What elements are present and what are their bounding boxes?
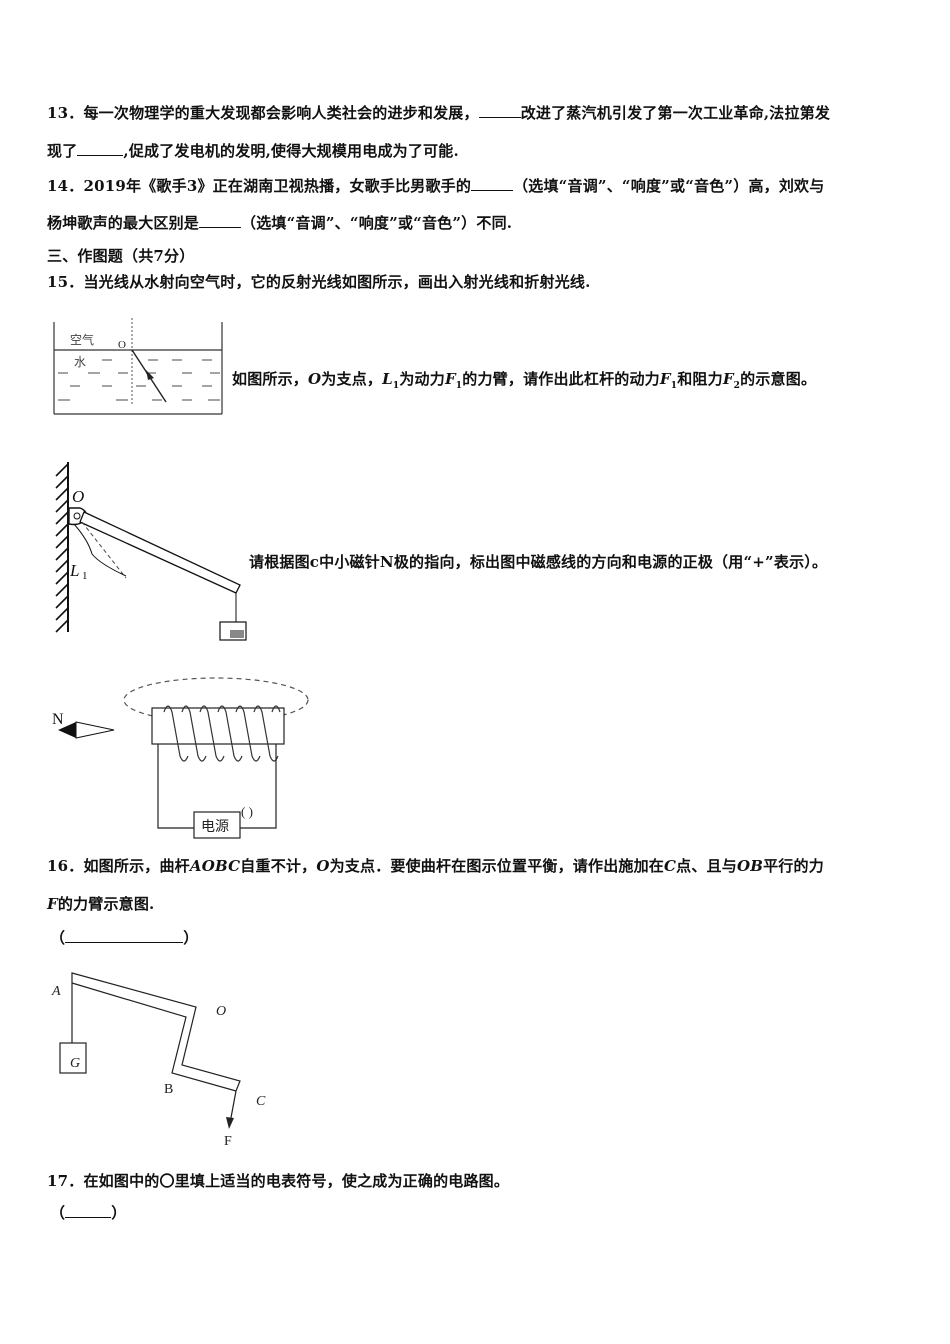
water-label: 水 xyxy=(74,355,86,369)
q13-blank-2[interactable] xyxy=(77,141,124,156)
q16-number: 16． xyxy=(47,857,84,875)
point-c-label: C xyxy=(256,1094,266,1109)
q14-line2: 杨坤歌声的最大区别是（选填“音调”、“响度”或“音色”）不同. xyxy=(47,213,513,232)
point-b-label: B xyxy=(164,1082,173,1097)
water-tank-diagram: 空气 水 O xyxy=(53,310,223,415)
q13-blank-1[interactable] xyxy=(478,103,521,118)
q16-line2: F的力臂示意图. xyxy=(47,895,155,913)
q14-blank-2[interactable] xyxy=(199,213,242,228)
q16-answer: （） xyxy=(50,928,199,947)
bent-lever-figure: A O B C F G xyxy=(44,965,284,1155)
q17-answer-blank[interactable] xyxy=(65,1203,112,1218)
lever-l1-label: L xyxy=(69,561,79,580)
compass-n-label: N xyxy=(52,711,64,728)
wall-lever-diagram: O L 1 xyxy=(55,462,247,641)
lever-o-label: O xyxy=(72,487,84,506)
q16-answer-blank[interactable] xyxy=(65,928,184,943)
q16-line1: 16．如图所示，曲杆AOBC自重不计，O为支点．要使曲杆在图示位置平衡，请作出施… xyxy=(47,857,824,875)
q14-line1: 14．2019年《歌手3》正在湖南卫视热播，女歌手比男歌手的（选填“音调”、“响… xyxy=(47,176,825,195)
lever-figure: O L 1 xyxy=(44,460,254,645)
solenoid-circuit-diagram: 电源 ( ) N xyxy=(52,677,309,839)
point-o-label: O xyxy=(216,1004,226,1019)
aobc-lever-diagram: A O B C F G xyxy=(51,972,266,1149)
point-a-label: A xyxy=(51,984,61,999)
q14-number: 14． xyxy=(47,177,84,195)
magnet-question-text: 请根据图c中小磁针N极的指向，标出图中磁感线的方向和电源的正极（用“+”表示）。 xyxy=(249,553,828,571)
air-label: 空气 xyxy=(70,332,94,347)
q14-blank-1[interactable] xyxy=(471,176,514,191)
section-title: 三、作图题（共7分） xyxy=(47,247,195,265)
q13-line2: 现了,促成了发电机的发明,使得大规模用电成为了可能. xyxy=(47,141,459,160)
weight-g-label: G xyxy=(70,1056,80,1071)
q17-answer: （） xyxy=(50,1203,127,1222)
q13-line1: 13．每一次物理学的重大发现都会影响人类社会的进步和发展，改进了蒸汽机引发了第一… xyxy=(47,103,831,122)
q13-number: 13． xyxy=(47,104,84,122)
force-f-label: F xyxy=(224,1134,232,1149)
refraction-figure: 空气 水 O xyxy=(48,310,228,418)
power-source-label: 电源 xyxy=(201,819,229,835)
point-o-label: O xyxy=(118,339,126,351)
polarity-answer-paren: ( ) xyxy=(241,804,253,819)
q15-number: 15． xyxy=(47,273,84,291)
q17-number: 17． xyxy=(47,1172,84,1190)
lever-question-text: 如图所示，O为支点，L1为动力F1的力臂，请作出此杠杆的动力F1和阻力F2的示意… xyxy=(232,370,817,391)
q15-line: 15．当光线从水射向空气时，它的反射光线如图所示，画出入射光线和折射光线. xyxy=(47,273,591,291)
q17-line: 17．在如图中的〇里填上适当的电表符号，使之成为正确的电路图。 xyxy=(47,1172,510,1190)
lever-l1-sub: 1 xyxy=(82,570,88,582)
solenoid-figure: 电源 ( ) N xyxy=(44,672,324,844)
